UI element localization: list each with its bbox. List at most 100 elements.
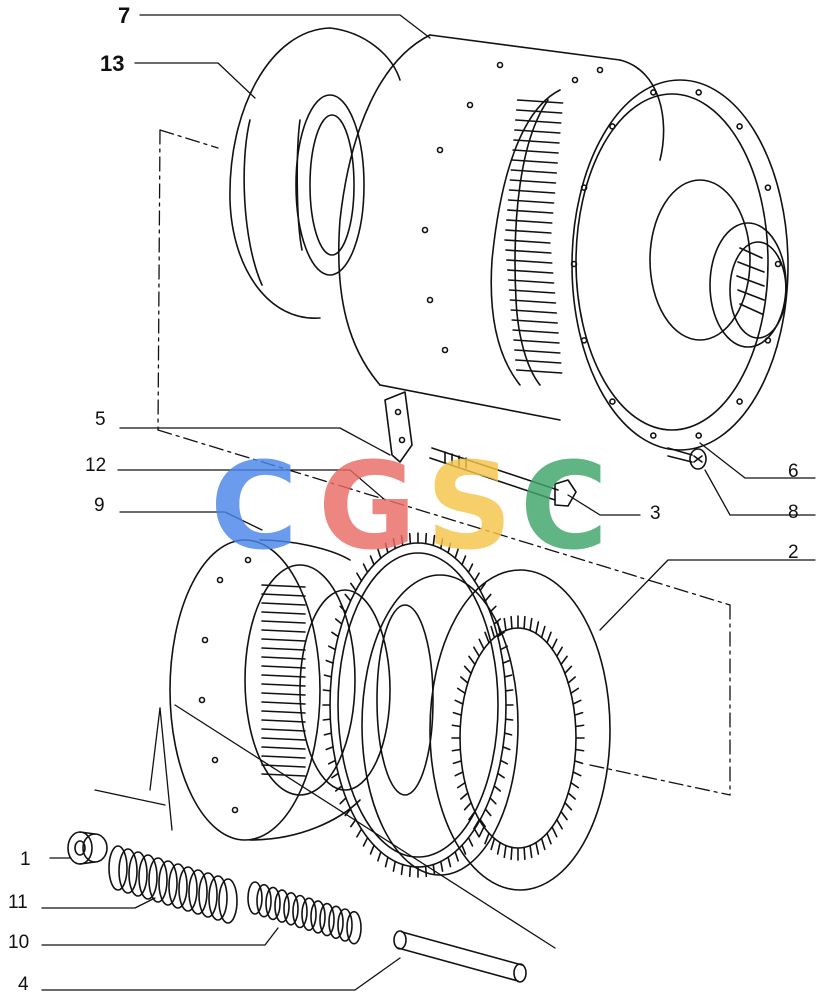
spring-coil (158, 860, 178, 906)
gear-tooth (502, 659, 511, 664)
svg-text:G: G (318, 438, 417, 577)
flange-bolt-holes (570, 89, 782, 439)
spline-tooth (505, 249, 552, 254)
bolt-hole (609, 398, 616, 405)
spline-tooth (511, 159, 559, 164)
disc-tooth (529, 844, 533, 859)
gear-tooth (496, 631, 505, 638)
disc-tooth (573, 760, 584, 765)
gear-tooth (322, 718, 332, 721)
spring-coil (247, 881, 263, 915)
spline-tooth (505, 229, 552, 234)
gear-tooth (356, 572, 363, 582)
callout-5: 5 (95, 409, 106, 430)
disc-tooth (546, 832, 552, 845)
gear-tooth (504, 718, 514, 721)
svg-text:C: C (210, 438, 298, 577)
gear-tooth (496, 772, 505, 779)
bolt-hole (580, 184, 588, 191)
gear-tooth (504, 689, 514, 692)
disc-tooth (570, 781, 580, 789)
gear-tooth (447, 542, 452, 554)
part-2-friction-disc (429, 569, 611, 891)
disc-tooth (478, 826, 485, 838)
gear-tooth (484, 808, 492, 817)
spring-coil (118, 848, 138, 894)
hub-spline (261, 755, 306, 759)
gear-tooth (439, 538, 444, 550)
spline-tooth (505, 219, 553, 224)
part-6-end-flange (570, 79, 789, 451)
callout-9: 9 (94, 495, 105, 516)
housing-spline-teeth (504, 99, 564, 374)
spline-tooth (516, 99, 564, 104)
bolt-hole (774, 260, 782, 268)
part-13-cover-plate (229, 27, 401, 319)
gear-tooth (339, 605, 347, 613)
spline-tooth (515, 369, 563, 374)
cgsc-watermark: C G S C (210, 438, 608, 577)
disc-tooth (540, 625, 546, 639)
gear-tooth (479, 582, 486, 592)
hub-spline (261, 593, 306, 597)
spline-tooth (514, 349, 561, 354)
disc-tooth (484, 631, 490, 644)
hub-spline (261, 656, 306, 660)
disc-tooth (510, 846, 513, 861)
hub-spline (261, 683, 306, 687)
spline-tooth (510, 309, 558, 314)
spring-coil (274, 889, 290, 923)
disc-tooth (490, 625, 496, 639)
gear-tooth (461, 555, 467, 566)
disc-tooth (496, 841, 501, 855)
spring-coil (198, 872, 218, 918)
gear-tooth (322, 689, 332, 692)
bolt-hole (736, 398, 743, 405)
disc-tooth (463, 801, 472, 811)
disc-tooth (573, 711, 584, 716)
gear-tooth (323, 674, 333, 678)
disc-tooth (451, 748, 462, 752)
callout-1: 1 (20, 849, 31, 870)
friction-disc-teeth (451, 615, 585, 861)
spline-tooth (508, 289, 556, 294)
spline-tooth (509, 179, 557, 184)
disc-tooth (564, 801, 573, 811)
gear-tooth (327, 759, 337, 765)
spline-tooth (514, 119, 562, 124)
spline-tooth (514, 129, 561, 134)
disc-tooth (540, 837, 546, 851)
spring-coil (148, 857, 168, 903)
disc-tooth (473, 646, 480, 658)
gear-tooth (377, 851, 382, 862)
bolt-hole (580, 337, 588, 344)
disc-tooth (454, 771, 464, 777)
spring-coil (319, 902, 335, 937)
part-5-bracket (384, 391, 413, 463)
spring-coil (265, 886, 281, 921)
hub-spline (261, 620, 306, 624)
gear-tooth (344, 593, 352, 602)
hub-spline (261, 746, 306, 750)
spring-coil (168, 863, 188, 909)
callout-8: 8 (788, 502, 799, 523)
svg-text:C: C (520, 438, 608, 577)
hub-spline (261, 710, 306, 714)
hub-spline (261, 665, 306, 669)
disc-tooth (452, 760, 463, 765)
disc-tooth (523, 846, 526, 861)
hub-spline (261, 728, 306, 732)
disc-tooth (556, 646, 563, 658)
spring-coil (128, 851, 148, 897)
spring-coil (108, 845, 128, 891)
callout-11: 11 (8, 892, 28, 913)
gear-tooth (461, 844, 467, 855)
gear-tooth (447, 856, 452, 868)
disc-tooth (451, 724, 462, 728)
gear-tooth (331, 772, 340, 779)
part-9-clutch-hub (169, 539, 391, 841)
disc-tooth (551, 826, 558, 838)
gear-tooth (467, 563, 474, 574)
gear-tooth (362, 836, 369, 847)
